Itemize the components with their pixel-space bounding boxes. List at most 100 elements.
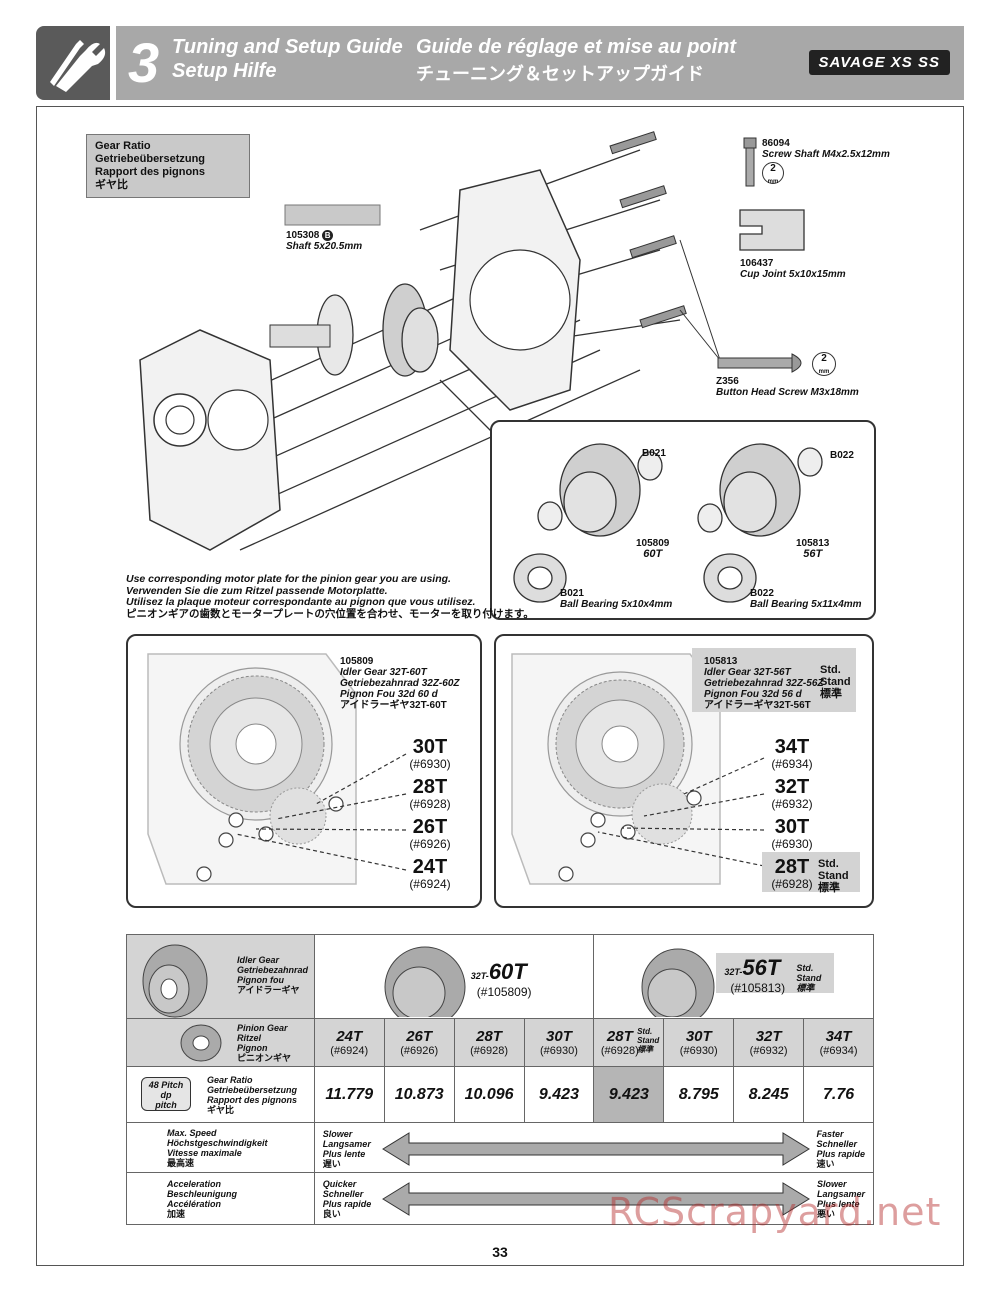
- accel-scale-cell: Quicker Schneller Plus rapide 良い Slower …: [313, 1172, 875, 1225]
- accel-right-jp: 悪い: [816, 1209, 835, 1219]
- page-number: 33: [492, 1244, 508, 1260]
- pinion-24t-label: 24T(#6924): [400, 856, 460, 891]
- pinion-code: (#6926): [409, 837, 451, 851]
- pinion-teeth: 28T: [606, 1028, 633, 1045]
- note-en: Use corresponding motor plate for the pi…: [126, 573, 451, 585]
- pinion-teeth: 28T: [476, 1028, 502, 1045]
- max-speed-header: Max. Speed Höchstgeschwindigkeit Vitesse…: [126, 1122, 315, 1173]
- idler-56t-info: 105813 Idler Gear 32T-56T Getriebezahnra…: [704, 656, 823, 711]
- ratio-value: 9.423: [593, 1066, 665, 1123]
- title-de: Setup Hilfe: [172, 60, 277, 82]
- pinion-32t-label: 32T(#6932): [762, 776, 822, 811]
- gear-105813-label: 105813 56T: [796, 538, 829, 560]
- pinion-teeth: 28T: [774, 856, 810, 878]
- step-number: 3: [128, 31, 160, 94]
- pinion-label-fr: Pignon: [237, 1043, 268, 1053]
- pinion-code: (#6928): [470, 1045, 509, 1057]
- ratio-value: 8.795: [663, 1066, 735, 1123]
- pinion-34t-label: 34T(#6934): [762, 736, 822, 771]
- title-en: Tuning and Setup Guide: [172, 36, 403, 58]
- pinion-code: (#6924): [330, 1045, 369, 1057]
- gear-105809-label: 105809 60T: [636, 538, 669, 560]
- std-jp: 標準: [818, 882, 840, 894]
- g56-prefix: 32T-: [724, 967, 743, 977]
- part-86094-name: Screw Shaft M4x2.5x12mm: [762, 149, 890, 160]
- std-en: Std.: [820, 664, 841, 676]
- pinion-teeth: 32T: [755, 1028, 782, 1045]
- tools-icon: [36, 26, 110, 100]
- g60-main: 60T: [488, 959, 527, 984]
- gear-ratio-table: Idler Gear Getriebezahnrad Pignon fou アイ…: [126, 934, 875, 1225]
- pinion-teeth: 30T: [412, 736, 448, 758]
- speed-right-de: Schneller: [816, 1139, 858, 1149]
- tool-size: 2: [770, 163, 776, 174]
- part-106437-label: 106437 Cup Joint 5x10x15mm: [740, 258, 846, 280]
- ratio-value: 7.76: [803, 1066, 874, 1123]
- idler-label-de: Getriebezahnrad: [237, 965, 309, 975]
- tool-size: 2: [821, 353, 827, 364]
- accel-left-jp: 良い: [322, 1209, 341, 1219]
- accel-label-jp: 加速: [167, 1208, 186, 1219]
- pitch-dp: dp: [160, 1090, 172, 1100]
- double-arrow-icon: [381, 1182, 810, 1216]
- gear-ratio-de: Getriebeübersetzung: [95, 153, 206, 165]
- std-de: Stand: [820, 676, 851, 688]
- gear-105809-teeth: 60T: [643, 548, 663, 560]
- idler-label-jp: アイドラーギヤ: [237, 985, 300, 995]
- exploded-gearbox-diagram: [139, 131, 721, 551]
- pinion-code: (#6928): [409, 797, 451, 811]
- part-86094-number: 86094: [762, 138, 790, 149]
- speed-label-jp: 最高速: [167, 1157, 195, 1168]
- accel-right-de: Langsamer: [816, 1189, 865, 1199]
- accel-right-en: Slower: [816, 1179, 847, 1189]
- speed-label-fr: Vitesse maximale: [167, 1147, 242, 1158]
- gear-ratio-en: Gear Ratio: [95, 140, 151, 152]
- idler-60t-fr: Pignon Fou 32d 60 d: [340, 689, 438, 700]
- pinion-teeth: 34T: [825, 1028, 852, 1045]
- pinion-code: (#6924): [409, 877, 451, 891]
- bearing-b022-top: B022: [830, 450, 854, 461]
- pinion-teeth: 30T: [774, 816, 810, 838]
- pinion-30t-label: 30T(#6930): [400, 736, 460, 771]
- title-fr: Guide de réglage et mise au point: [416, 36, 737, 58]
- pinion-label-de: Ritzel: [237, 1033, 262, 1043]
- gear-ratio-title: Gear Ratio Getriebeübersetzung Rapport d…: [86, 134, 250, 198]
- pinion-teeth: 24T: [336, 1028, 363, 1045]
- ratio-value: 9.423: [523, 1066, 595, 1123]
- pinion-cell: 24T(#6924): [313, 1018, 385, 1067]
- part-105308-label: 105308 B Shaft 5x20.5mm: [286, 230, 362, 252]
- bearing-b022-number: B022: [750, 588, 774, 599]
- idler-56t-de: Getriebezahnrad 32Z-56Z: [704, 678, 824, 689]
- std-de: Stand: [637, 1036, 660, 1045]
- pinion-label-en: Pinion Gear: [237, 1023, 288, 1033]
- idler-60t-cell: 32T-60T (#105809): [313, 934, 595, 1019]
- pitch-word: pitch: [155, 1100, 177, 1110]
- header-bar: 3 Tuning and Setup Guide Setup Hilfe Gui…: [116, 26, 964, 100]
- screw-shaft-icon: [743, 137, 757, 187]
- idler-56t-number: 105813: [704, 656, 738, 667]
- pinion-cell: 32T(#6932): [733, 1018, 805, 1067]
- speed-label-en: Max. Speed: [167, 1127, 217, 1138]
- pinion-code: (#6932): [749, 1045, 788, 1057]
- acceleration-header: Acceleration Beschleunigung Accélération…: [126, 1172, 315, 1225]
- bearing-b021-number: B021: [560, 588, 584, 599]
- pitch-label: 48 Pitch: [148, 1080, 184, 1090]
- idler-60t-en: Idler Gear 32T-60T: [340, 667, 427, 678]
- accel-left-fr: Plus rapide: [322, 1199, 372, 1209]
- double-arrow-icon: [381, 1132, 810, 1166]
- bearing-b022-desc: Ball Bearing 5x11x4mm: [750, 599, 862, 610]
- pinion-teeth: 30T: [685, 1028, 712, 1045]
- bearing-b021-top: B021: [642, 448, 666, 459]
- part-z356-number: Z356: [716, 376, 739, 387]
- standard-badge: Std. Stand 標準: [818, 858, 849, 894]
- note-de: Verwenden Sie die zum Ritzel passende Mo…: [126, 584, 388, 597]
- pinion-26t-label: 26T(#6926): [400, 816, 460, 851]
- pinion-teeth: 34T: [774, 736, 810, 758]
- g56-part: (#105813): [730, 981, 786, 995]
- speed-right-jp: 速い: [816, 1159, 835, 1169]
- note-jp: ピニオンギアの歯数とモータープレートの穴位置を合わせ、モーターを取り付けます。: [126, 607, 534, 620]
- pinion-gear-header: Pinion Gear Ritzel Pignon ピニオンギヤ: [126, 1018, 315, 1067]
- part-106437-name: Cup Joint 5x10x15mm: [740, 269, 846, 280]
